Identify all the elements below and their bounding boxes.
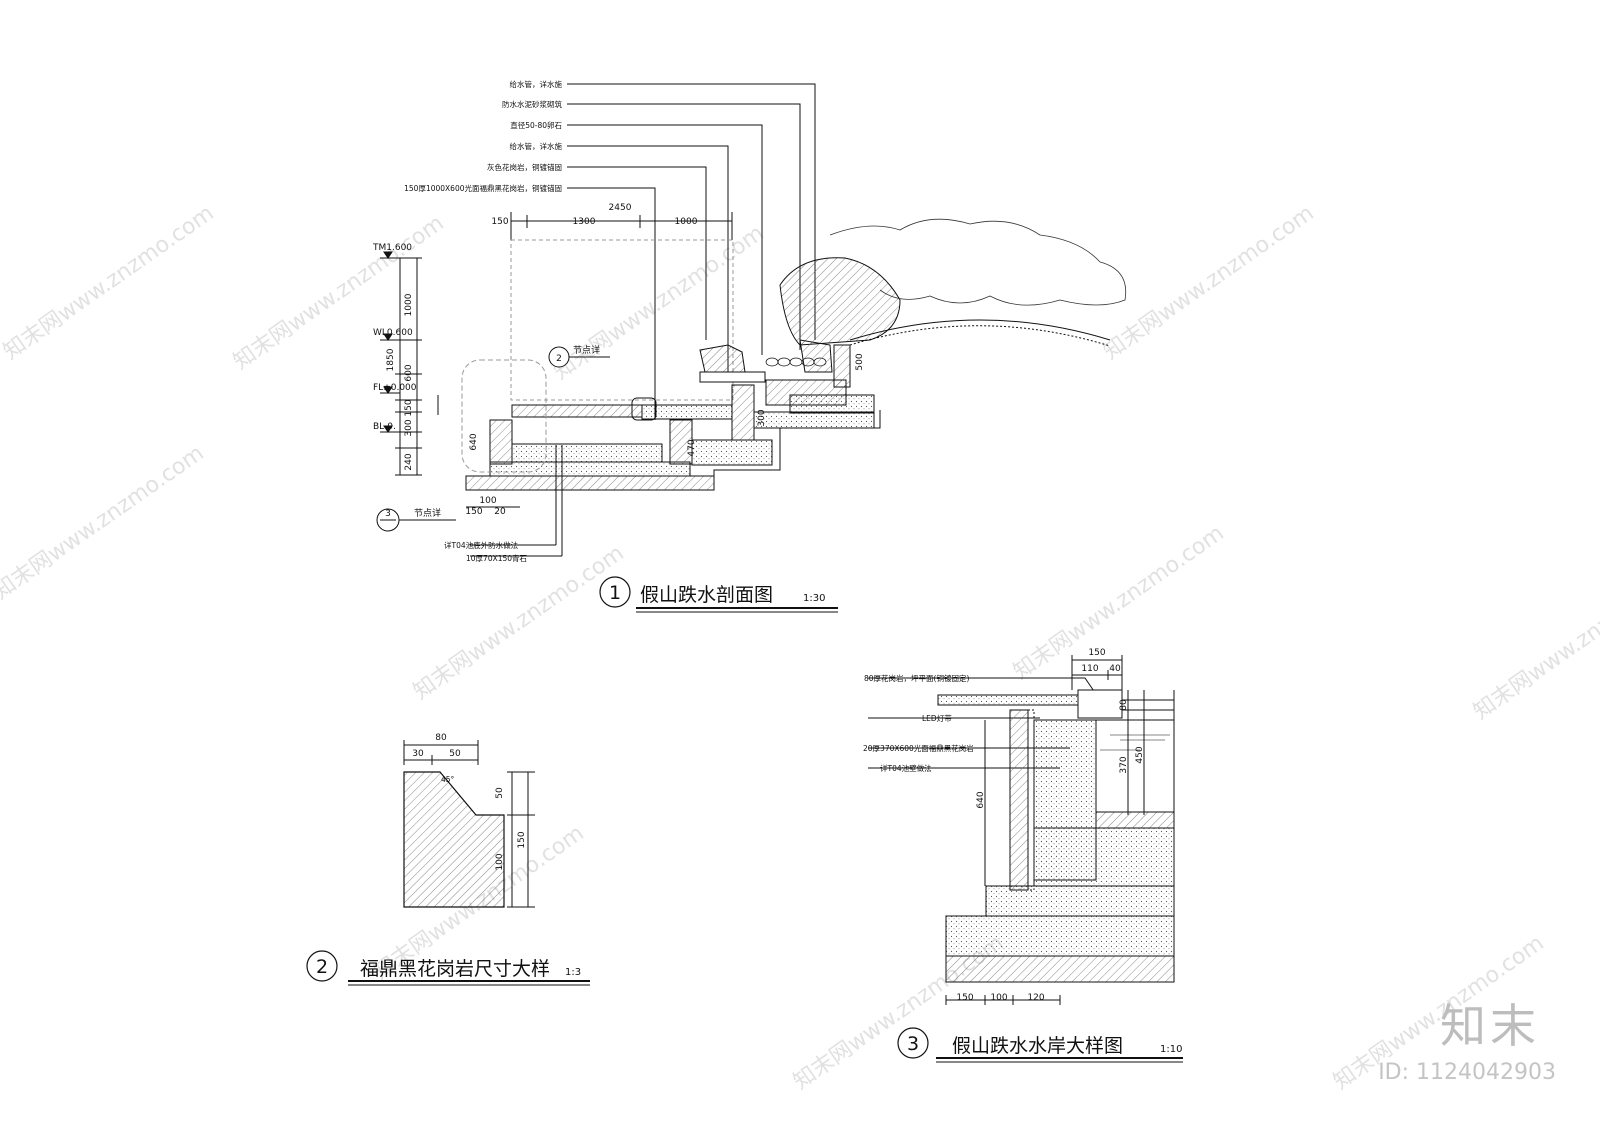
dim-label: 20 [494, 507, 506, 517]
level-label: FL±0.000 [373, 383, 417, 393]
water-curtain-outline [510, 239, 734, 401]
dim-label: 150 [404, 399, 414, 416]
title-1-bubble [599, 576, 631, 608]
callout-3-frame [461, 359, 547, 473]
dim-label: 470 [687, 439, 697, 456]
note-line: 给水管，详水施 [510, 141, 563, 151]
dim-label: 500 [855, 353, 865, 370]
dim-label: 600 [404, 364, 414, 381]
note-line: 详T04池壁做法 [880, 763, 932, 773]
pool-structure [465, 257, 1111, 491]
note-line: LED灯带 [922, 713, 952, 723]
dim-label: 30 [412, 749, 424, 759]
detail-2-granite-profile: 80 30 50 50 150 100 45° 2 福鼎黑花岗岩尺寸大样 1:3 [306, 733, 590, 986]
dim-label: 100 [495, 853, 505, 870]
side-dimensions [945, 690, 1145, 1005]
callout-2-frame [631, 397, 657, 421]
dim-label: 50 [449, 749, 461, 759]
profile-dimensions [403, 740, 535, 908]
callout-number: 2 [556, 354, 562, 364]
note-line: 直径50-80卵石 [510, 120, 562, 130]
dim-label: 300 [404, 419, 414, 436]
dim-label: 450 [1135, 746, 1145, 763]
watermark-text: 知末网www.znzmo.com [1099, 201, 1319, 365]
top-dimension [1071, 655, 1123, 690]
dim-label: 300 [757, 409, 767, 426]
note-line: 150厚1000X600光面福鼎黑花岗岩，铜镀锚固 [404, 183, 562, 193]
level-markers [380, 251, 439, 476]
dim-label: 80 [435, 733, 447, 743]
level-label: TM1.600 [372, 243, 412, 253]
section-notes: 给水管，详水施 防水水泥砂浆砌筑 直径50-80卵石 给水管，详水施 灰色花岗岩… [404, 79, 562, 193]
callout-text: 节点详 [414, 507, 441, 519]
detail-1-section: 给水管，详水施 防水水泥砂浆砌筑 直径50-80卵石 给水管，详水施 灰色花岗岩… [372, 79, 1127, 613]
dim-label: 1850 [386, 348, 396, 371]
title-number: 2 [316, 956, 328, 978]
waterside-notes: 80厚花岗岩，坪平面(铜镀固定) LED灯带 20厚370X600光面福鼎黑花岗… [863, 673, 974, 773]
waterside-structure [937, 689, 1175, 983]
dim-label: 110 [1081, 664, 1098, 674]
dim-label: 1300 [573, 217, 596, 227]
note-line: 10厚70X150青石 [466, 553, 528, 563]
drawing-scale: 1:3 [565, 967, 581, 978]
callout-text: 节点详 [573, 344, 600, 356]
note-line: 灰色花岗岩，铜镀锚固 [487, 162, 562, 172]
drawing-title: 假山跌水剖面图 [640, 584, 773, 606]
dim-label: 150 [956, 993, 973, 1003]
dim-label: 240 [404, 453, 414, 470]
drawing-scale: 1:30 [803, 593, 825, 604]
dim-label: 370 [1119, 756, 1129, 773]
note-line: 详T04池底外防水做法 [444, 540, 519, 550]
dim-label: 120 [1027, 993, 1044, 1003]
dim-label: 1000 [675, 217, 698, 227]
dim-label: 150 [1088, 648, 1105, 658]
title-2-bubble [306, 950, 338, 982]
dim-label: 150 [491, 217, 508, 227]
note-line: 给水管，详水施 [510, 79, 563, 89]
watermark-text: 知末网www.znzmo.com [1469, 561, 1600, 725]
dim-label: 640 [469, 433, 479, 450]
bottom-dimension [466, 445, 563, 557]
dim-label: 150 [517, 831, 527, 848]
angle-label: 45° [441, 775, 455, 784]
callout-number: 3 [385, 509, 391, 519]
level-label: WL0.600 [373, 328, 413, 338]
watermark-text: 知末网www.znzmo.com [229, 211, 449, 375]
watermark-text: 知末网www.znzmo.com [0, 201, 219, 365]
brand-watermark: 知末 [1440, 999, 1540, 1053]
detail-3-waterside: 150 110 40 80厚花岗岩，坪平面(铜镀固定) LED灯带 20厚370… [863, 648, 1183, 1063]
image-id-label: ID: 1124042903 [1378, 1060, 1556, 1085]
dim-label: 150 [465, 507, 482, 517]
watermark-text: 知末网www.znzmo.com [409, 541, 629, 705]
leader-lines [567, 83, 816, 420]
title-number: 3 [907, 1033, 919, 1055]
title-number: 1 [609, 582, 621, 604]
title-3-bubble [897, 1027, 929, 1059]
shrub-outline [829, 218, 1127, 306]
note-line: 20厚370X600光面福鼎黑花岗岩 [863, 743, 974, 753]
dim-label: 50 [495, 787, 505, 799]
drawing-scale: 1:10 [1160, 1044, 1182, 1055]
granite-profile [403, 771, 505, 908]
dim-label: 80 [1119, 699, 1129, 711]
dim-label: 100 [479, 496, 496, 506]
dim-label: 40 [1109, 664, 1121, 674]
note-line: 防水水泥砂浆砌筑 [502, 99, 562, 109]
dim-label: 100 [990, 993, 1007, 1003]
drawing-title: 福鼎黑花岗岩尺寸大样 [360, 958, 550, 980]
watermark-text: 知末网www.znzmo.com [0, 441, 209, 605]
dim-label: 1000 [404, 293, 414, 316]
level-label: BL-0. [373, 422, 396, 432]
drawing-title: 假山跌水水岸大样图 [952, 1035, 1123, 1057]
dim-label: 2450 [609, 203, 632, 213]
note-line: 80厚花岗岩，坪平面(铜镀固定) [864, 673, 969, 683]
top-dimension [510, 212, 733, 240]
dim-label: 640 [976, 791, 986, 808]
